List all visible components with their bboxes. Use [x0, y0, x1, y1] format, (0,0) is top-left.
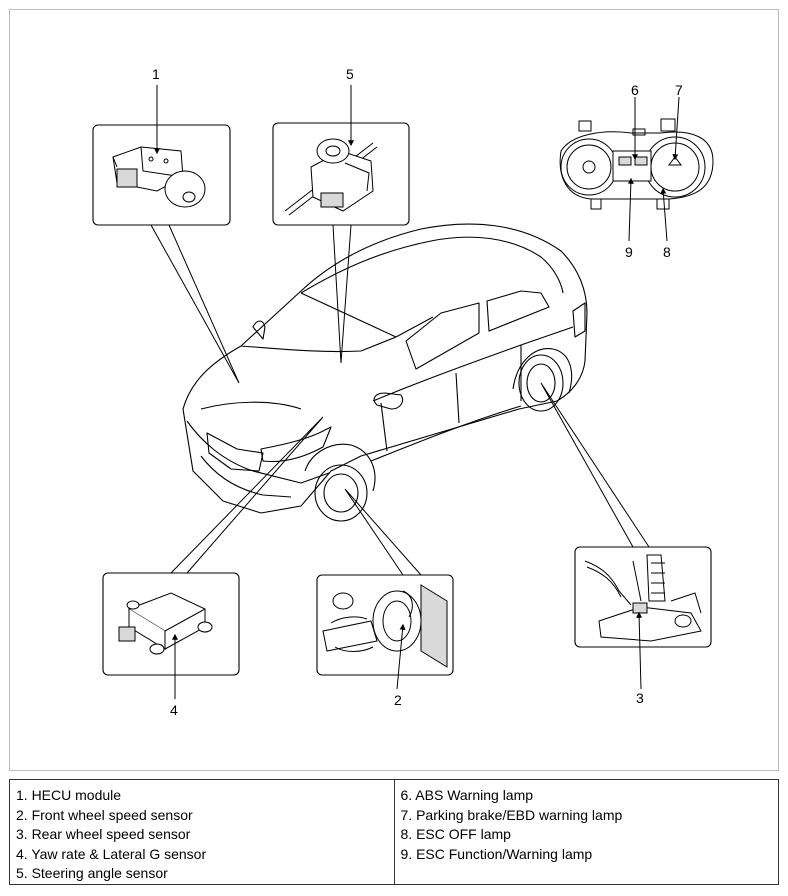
legend-item-9: 9. ESC Function/Warning lamp	[400, 845, 593, 862]
legend-item-1: 1. HECU module	[16, 787, 122, 803]
hecu-module-inset: 1	[92, 66, 240, 384]
legend-item-6: 6. ABS Warning lamp	[400, 787, 534, 803]
component-location-diagram: 1 5	[9, 9, 779, 771]
legend-item-3: 3. Rear wheel speed sensor	[16, 826, 191, 843]
legend-column-left: 1. HECU module 2. Front wheel speed sens…	[10, 780, 394, 884]
legend-table: 1. HECU module 2. Front wheel speed sens…	[9, 779, 779, 885]
vehicle-illustration	[182, 223, 588, 522]
rear-wheel-speed-sensor-inset: 3	[540, 382, 712, 706]
callout-8: 8	[663, 244, 671, 260]
legend-item-5: 5. Steering angle sensor	[16, 865, 168, 882]
legend-item-4: 4. Yaw rate & Lateral G sensor	[16, 845, 207, 862]
callout-5: 5	[346, 66, 354, 82]
legend-item-7: 7. Parking brake/EBD warning lamp	[400, 806, 623, 823]
legend-item-8: 8. ESC OFF lamp	[400, 826, 511, 843]
legend-column-right: 6. ABS Warning lamp 7. Parking brake/EBD…	[393, 780, 779, 884]
callout-2: 2	[394, 692, 402, 708]
instrument-cluster-inset	[559, 96, 714, 242]
callout-4: 4	[170, 702, 178, 718]
callout-6: 6	[631, 82, 639, 98]
legend-item-2: 2. Front wheel speed sensor	[16, 806, 193, 823]
steering-angle-sensor-inset: 5	[272, 66, 410, 364]
diagram-drawing: 1 5	[92, 66, 714, 718]
callout-7: 7	[675, 82, 683, 98]
callout-9: 9	[625, 244, 633, 260]
callout-3: 3	[636, 690, 644, 706]
yaw-rate-sensor-inset: 4	[102, 416, 324, 718]
front-wheel-speed-sensor-inset: 2	[316, 488, 454, 708]
callout-1: 1	[152, 66, 160, 82]
